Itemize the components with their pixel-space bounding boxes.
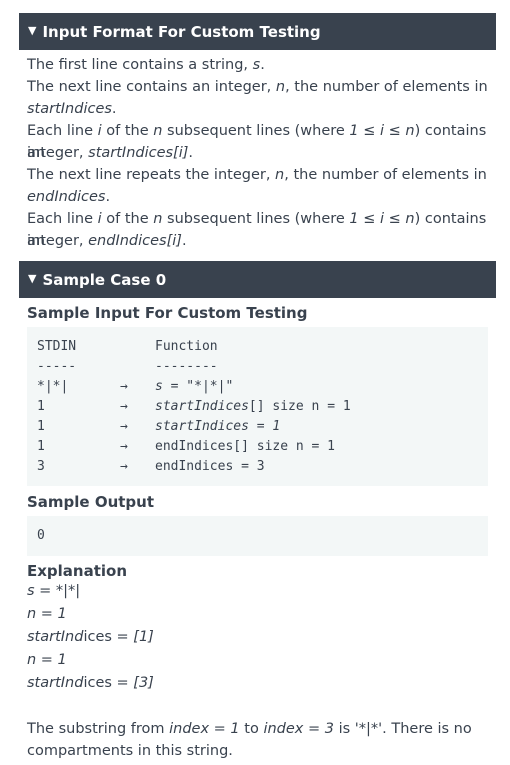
function-cell: endIndices = 3	[155, 459, 265, 474]
input-format-line: startIndices.	[27, 101, 117, 117]
sample-case-title: Sample Case 0	[42, 270, 167, 289]
explanation-line: n = 1	[27, 606, 67, 622]
stdin-cell: STDIN	[37, 339, 77, 354]
function-cell: Function	[155, 339, 218, 354]
sample-output-code-block: 0	[27, 516, 488, 556]
function-cell: s = "*|*|"	[155, 379, 234, 394]
input-format-line: The next line repeats the integer, n, th…	[27, 167, 487, 183]
input-format-line: Each line i of the n subsequent lines (w…	[27, 123, 487, 161]
arrow-right-icon: →	[120, 459, 128, 474]
sample-input-title: Sample Input For Custom Testing	[27, 304, 308, 322]
arrow-right-icon: →	[120, 399, 128, 414]
input-format-title: Input Format For Custom Testing	[42, 22, 321, 41]
sample-case-section-header[interactable]: ▼ Sample Case 0	[19, 261, 496, 298]
input-format-line: integer, startIndices[i].	[27, 145, 194, 161]
input-format-line: integer, endIndices[i].	[27, 233, 187, 249]
stdin-cell: 3	[37, 459, 45, 474]
function-cell: startIndices = 1	[155, 419, 281, 434]
stdin-cell: 1	[37, 399, 45, 414]
input-format-line: The first line contains a string, s.	[27, 57, 265, 73]
input-format-section-header[interactable]: ▼ Input Format For Custom Testing	[19, 13, 496, 50]
stdin-cell: 1	[37, 439, 45, 454]
explanation-line: n = 1	[27, 652, 67, 668]
stdin-cell: -----	[37, 359, 77, 374]
function-cell: startIndices[] size n = 1	[155, 399, 351, 414]
arrow-right-icon: →	[120, 379, 128, 394]
sample-output-title: Sample Output	[27, 493, 155, 511]
stdin-cell: 1	[37, 419, 45, 434]
function-cell: --------	[155, 359, 218, 374]
arrow-right-icon: →	[120, 419, 128, 434]
arrow-right-icon: →	[120, 439, 128, 454]
explanation-title: Explanation	[27, 562, 128, 580]
collapse-triangle-icon: ▼	[28, 272, 37, 285]
input-format-line: Each line i of the n subsequent lines (w…	[27, 211, 487, 249]
input-format-line: The next line contains an integer, n, th…	[27, 79, 488, 95]
sample-input-code-block: STDIN Function ----- -------- *|*| → s =…	[27, 327, 488, 486]
explanation-line: s = *|*|	[27, 583, 81, 599]
explanation-summary: The substring from index = 1 to index = …	[27, 721, 472, 737]
collapse-triangle-icon: ▼	[28, 24, 37, 37]
function-cell: endIndices[] size n = 1	[155, 439, 336, 454]
output-value: 0	[37, 528, 45, 543]
explanation-line: startIndices = [1]	[27, 629, 154, 645]
input-format-line: endIndices.	[27, 189, 111, 205]
stdin-cell: *|*|	[37, 379, 69, 394]
explanation-line: startIndices = [3]	[27, 675, 154, 691]
explanation-summary: compartments in this string.	[27, 743, 233, 759]
